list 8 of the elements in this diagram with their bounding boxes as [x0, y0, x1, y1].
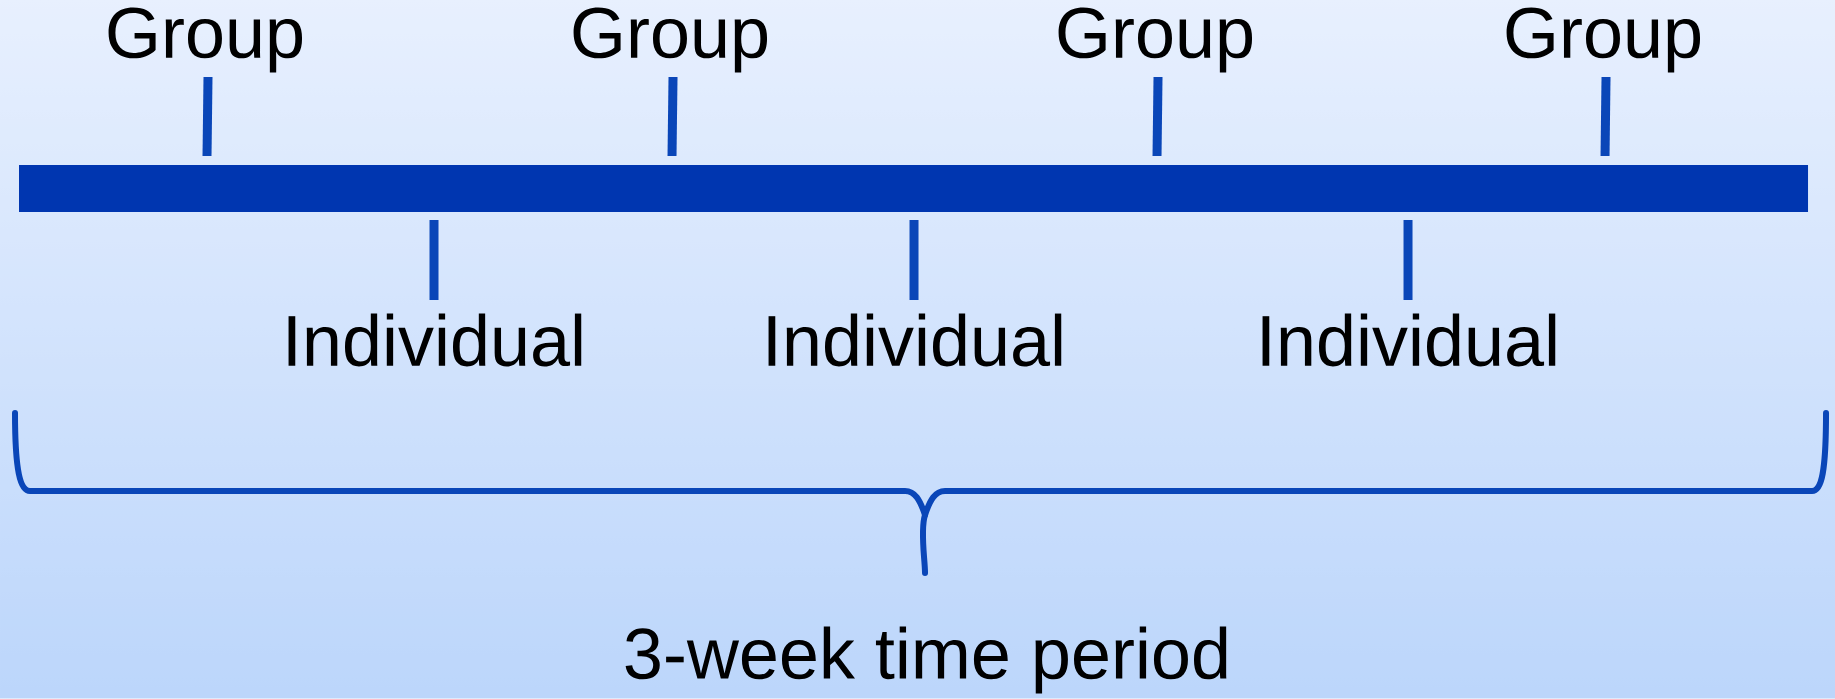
timeline-label: Group: [573, 7, 768, 73]
time-span-label: 3-week time period: [625, 626, 1227, 694]
timeline-label: Group: [1506, 7, 1701, 73]
timeline-label: Individual: [288, 313, 582, 367]
timeline-label: Individual: [1262, 313, 1556, 367]
timeline-label: Individual: [768, 313, 1062, 367]
timeline-label: Group: [1058, 7, 1253, 73]
timeline-label: Group: [108, 7, 303, 73]
